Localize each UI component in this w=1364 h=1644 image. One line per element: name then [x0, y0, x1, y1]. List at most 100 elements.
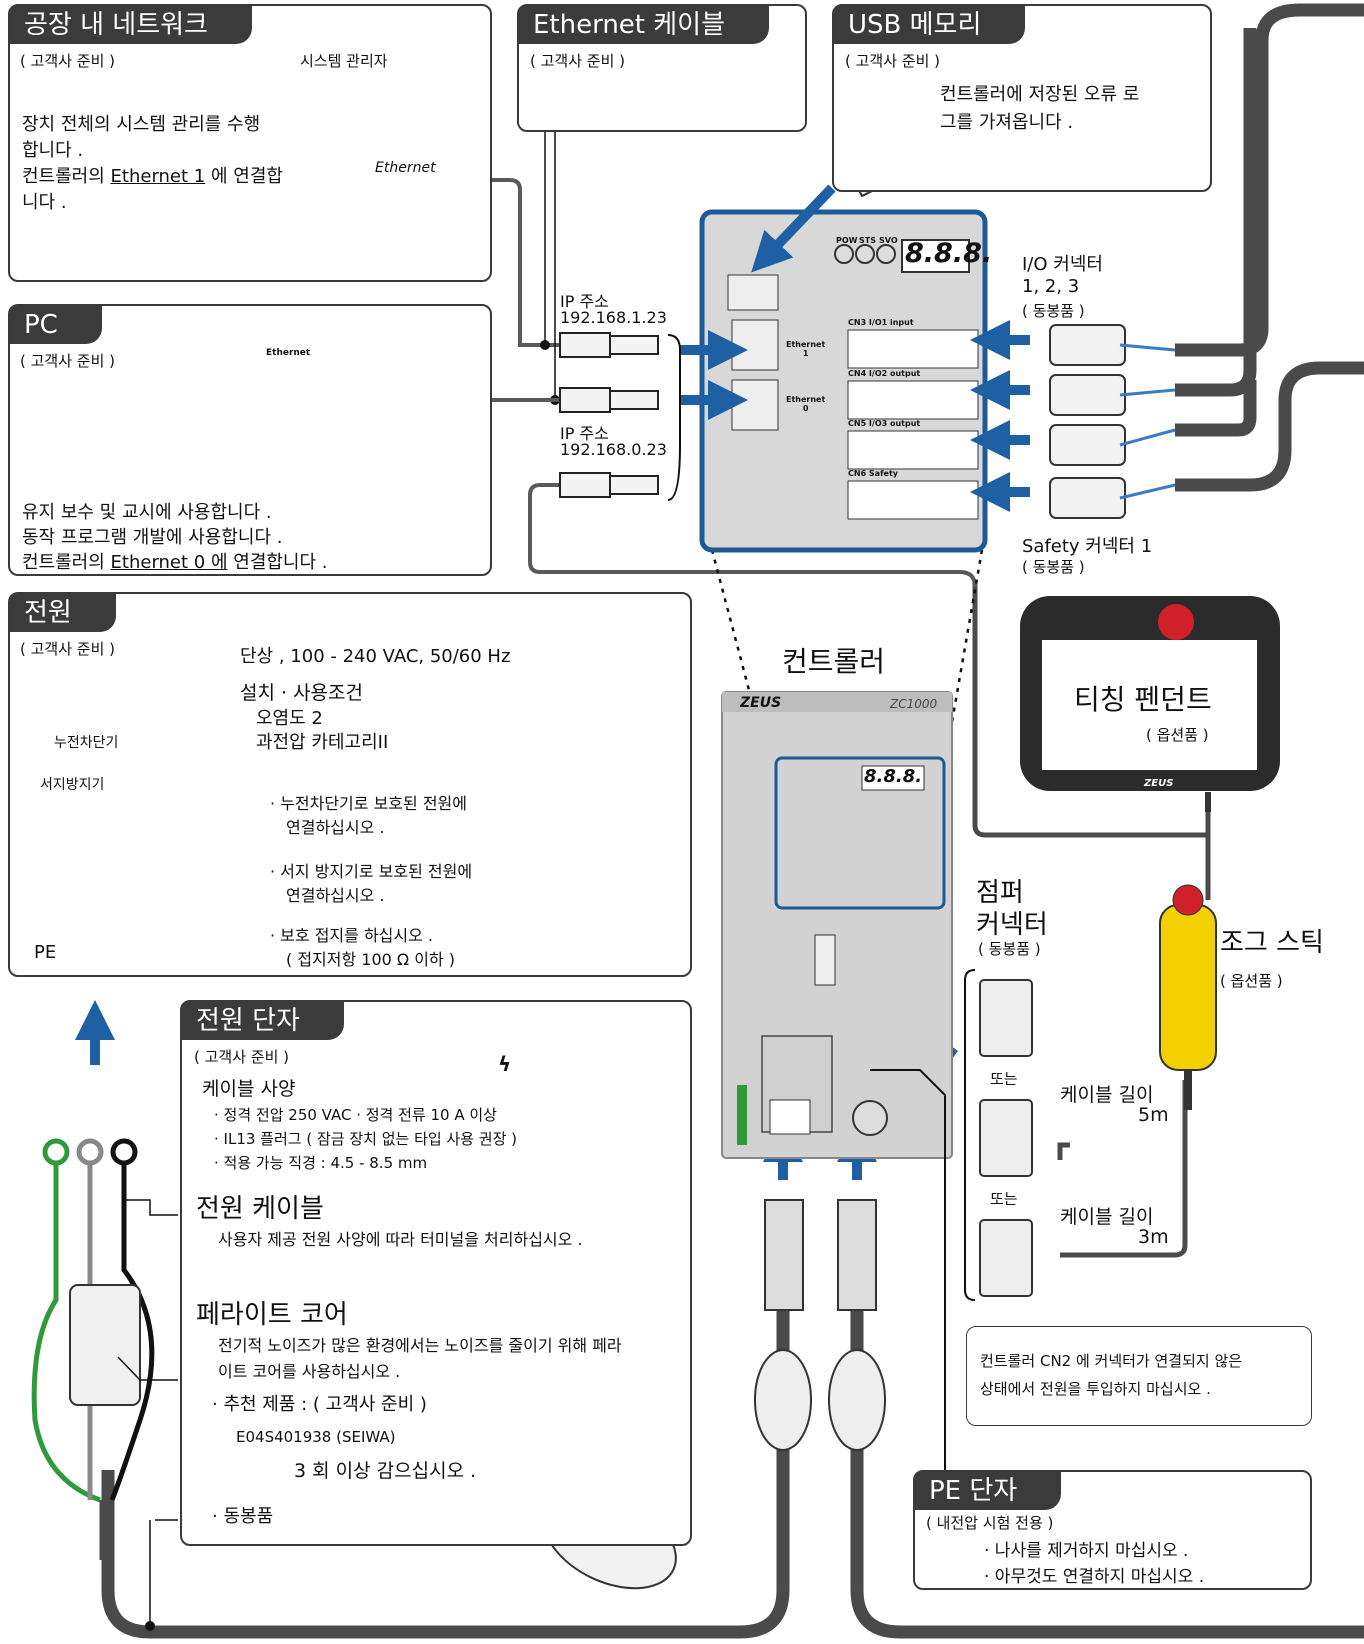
power-cable-title: 전원 케이블 [196, 1194, 324, 1224]
pendant-option: ( 옵션품 ) [1146, 726, 1209, 744]
usb-supplied: ( 고객사 준비 ) [845, 52, 941, 70]
warn-bolt: ϟ [498, 1052, 512, 1076]
network-desc-2: 합니다 . [22, 140, 84, 162]
ip0-label: IP 주소 [560, 424, 609, 443]
controller-brand: ZEUS [740, 695, 782, 711]
ip1-value: 192.168.1.23 [560, 308, 667, 327]
pendant-title: 티칭 펜던트 [1074, 683, 1212, 716]
jumper-or-2: 또는 [990, 1190, 1018, 1208]
cn2-warning-2: 상태에서 전원을 투입하지 마십시오 . [980, 1380, 1211, 1398]
led-svo: SVO [879, 236, 898, 245]
eth1-label: Ethernet 1 [786, 340, 826, 358]
io-connector-included: ( 동봉품 ) [1022, 302, 1085, 320]
ethernet-cable-panel: Ethernet 케이블 [517, 4, 807, 132]
len3-label: 케이블 길이 [1060, 1206, 1154, 1228]
cn2-warning-box [966, 1326, 1312, 1426]
len3-value: 3m [1138, 1226, 1169, 1248]
terminal-title: 전원 단자 [182, 1002, 344, 1040]
network-desc-1: 장치 전체의 시스템 관리를 수행 [22, 114, 261, 135]
ferrite-title: 페라이트 코어 [196, 1300, 348, 1330]
pc-line-1: 유지 보수 및 교시에 사용합니다 . [22, 502, 272, 523]
panel-display: 8.8.8. [905, 238, 993, 269]
terminal-supplied: ( 고객사 준비 ) [194, 1048, 290, 1066]
led-sts: STS [859, 236, 876, 245]
network-panel: 공장 내 네트워크 [8, 4, 492, 282]
pc-panel: PC [8, 304, 492, 576]
usb-title: USB 메모리 [834, 6, 1026, 44]
cn3-label: CN3 I/O1 input [848, 318, 914, 327]
pe-line-1: · 나사를 제거하지 마십시오 . [984, 1541, 1189, 1561]
wind-info-icon: ! [257, 1450, 270, 1483]
ethernet-cable-supplied: ( 고객사 준비 ) [530, 52, 626, 70]
io-connector-label: I/O 커넥터 [1022, 254, 1103, 275]
pe-terminal-note: ( 내전압 시험 전용 ) [926, 1514, 1054, 1532]
power-note-3a: · 보호 접지를 하십시오 . [270, 926, 433, 945]
jumper-title-2: 커넥터 [976, 910, 1048, 940]
pc-title: PC [10, 306, 102, 344]
pe-terminal-panel: PE 단자 [913, 1470, 1312, 1590]
safety-connector-included: ( 동봉품 ) [1022, 558, 1085, 576]
power-note-3b: ( 접지저항 100 Ω 이하 ) [286, 950, 455, 969]
surge-label: 서지방지기 [40, 777, 105, 793]
jumper-included: ( 동봉품 ) [978, 940, 1041, 958]
install-title: 설치 · 사용조건 [240, 682, 363, 704]
len5-value: 5m [1138, 1104, 1169, 1126]
io-connector-numbers: 1, 2, 3 [1022, 276, 1080, 297]
network-port: Ethernet 1 [110, 166, 206, 188]
controller-title: 컨트롤러 [782, 645, 886, 678]
power-note-2b: 연결하십시오 . [286, 886, 385, 905]
part-number: E04S401938 (SEIWA) [236, 1428, 396, 1446]
spec-line-2: · IL13 플러그 ( 잠금 장치 없는 타입 사용 권장 ) [214, 1130, 518, 1148]
ip1-label: IP 주소 [560, 292, 609, 311]
pe-line-2: · 아무것도 연결하지 마십시오 . [984, 1567, 1205, 1587]
controller-display: 8.8.8. [864, 766, 923, 787]
power-note-1b: 연결하십시오 . [286, 818, 385, 837]
usb-desc-1: 컨트롤러에 저장된 오류 로 [940, 84, 1140, 105]
cn4-label: CN4 I/O2 output [848, 369, 921, 378]
power-title: 전원 [10, 594, 116, 632]
admin-label: 시스템 관리자 [300, 52, 388, 70]
network-supplied: ( 고객사 준비 ) [20, 52, 116, 70]
pe-terminal-title: PE 단자 [915, 1472, 1062, 1510]
spec-line-1: · 정격 전압 250 VAC · 정격 전류 10 A 이상 [214, 1106, 497, 1124]
led-pow: POW [836, 236, 858, 245]
power-note-1a: · 누전차단기로 보호된 전원에 [270, 794, 467, 813]
usb-desc-2: 그를 가져옵니다 . [940, 112, 1074, 133]
power-note-2a: · 서지 방지기로 보호된 전원에 [270, 862, 473, 881]
power-panel: 전원 [8, 592, 692, 977]
jumper-title-1: 점퍼 [976, 878, 1024, 908]
pendant-brand: ZEUS [1144, 778, 1174, 789]
power-cable-desc: 사용자 제공 전원 사양에 따라 터미널을 처리하십시오 . [218, 1230, 583, 1249]
cn2-warning-1: 컨트롤러 CN2 에 커넥터가 연결되지 않은 [980, 1352, 1243, 1370]
network-title: 공장 내 네트워크 [10, 6, 252, 44]
pe-label: PE [34, 942, 57, 963]
pc-supplied: ( 고객사 준비 ) [20, 352, 116, 370]
controller-model: ZC1000 [890, 697, 938, 711]
ethernet-cable-title: Ethernet 케이블 [519, 6, 770, 44]
network-connect-end: 니다 . [22, 192, 67, 214]
wind-note: 3 회 이상 감으십시오 . [294, 1460, 477, 1482]
eth0-label: Ethernet 0 [786, 395, 826, 413]
info-icon: ! [216, 782, 230, 817]
pc-line-2: 동작 프로그램 개발에 사용합니다 . [22, 527, 283, 548]
power-spec: 단상 , 100 - 240 VAC, 50/60 Hz [240, 646, 511, 667]
breaker-label: 누전차단기 [54, 735, 119, 751]
network-connect: 컨트롤러의 Ethernet 1 에 연결합 [22, 166, 283, 188]
power-supplied: ( 고객사 준비 ) [20, 640, 116, 658]
ip0-value: 192.168.0.23 [560, 440, 667, 459]
pc-port-label: Ethernet [266, 348, 311, 358]
spec-line-3: · 적용 가능 직경 : 4.5 - 8.5 mm [214, 1154, 428, 1172]
overvoltage: 과전압 카테고리II [256, 732, 389, 753]
jog-title: 조그 스틱 [1220, 928, 1324, 958]
jumper-or-1: 또는 [990, 1070, 1018, 1088]
cn5-label: CN5 I/O3 output [848, 419, 921, 428]
terminal-panel: 전원 단자 [180, 1000, 692, 1546]
pc-connect: 컨트롤러의 Ethernet 0 에 연결합니다 . [22, 552, 328, 573]
terminal-included: · 동봉품 [212, 1506, 274, 1527]
jog-option: ( 옵션품 ) [1220, 972, 1283, 990]
pollution: 오염도 2 [256, 708, 323, 729]
usb-panel: USB 메모리 [832, 4, 1212, 192]
ferrite-desc-1: 전기적 노이즈가 많은 환경에서는 노이즈를 줄이기 위해 페라 [218, 1336, 622, 1355]
len5-label: 케이블 길이 [1060, 1084, 1154, 1106]
network-ethernet-label: Ethernet [375, 160, 436, 176]
